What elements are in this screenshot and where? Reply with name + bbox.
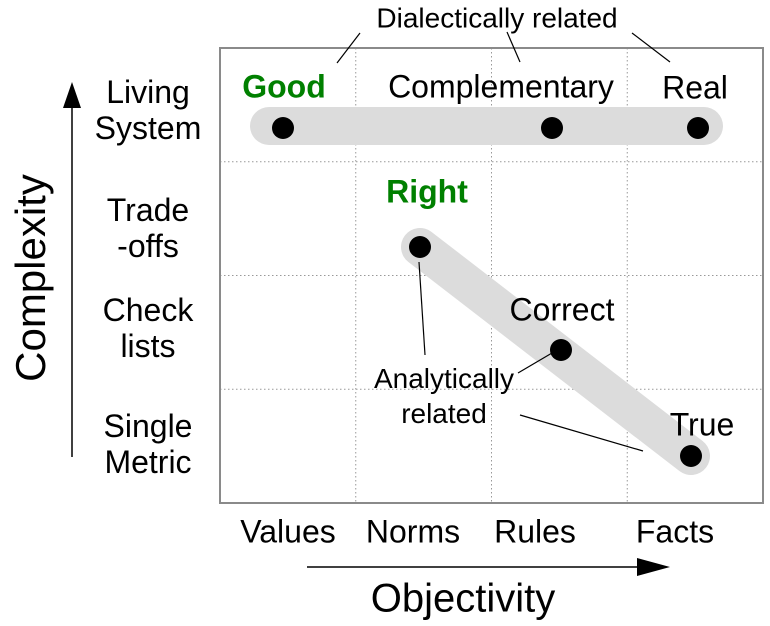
point-dot-real (687, 117, 709, 139)
analytical-leader-correct (517, 352, 553, 374)
point-dot-complementary (541, 117, 563, 139)
analytical-leader-right (418, 261, 426, 356)
point-dot-true (680, 445, 702, 467)
dialectical-leader-real (631, 32, 671, 63)
analytical-leader-true (519, 414, 644, 452)
point-dot-right (409, 236, 431, 258)
y-axis-arrowhead-icon (63, 82, 81, 108)
point-dot-correct (550, 339, 572, 361)
point-dot-good (272, 117, 294, 139)
dialectical-leader-complementary (506, 31, 521, 63)
plot-border (219, 47, 764, 504)
x-axis-arrowhead-icon (637, 558, 670, 576)
dialectical-leader-good (336, 32, 361, 64)
